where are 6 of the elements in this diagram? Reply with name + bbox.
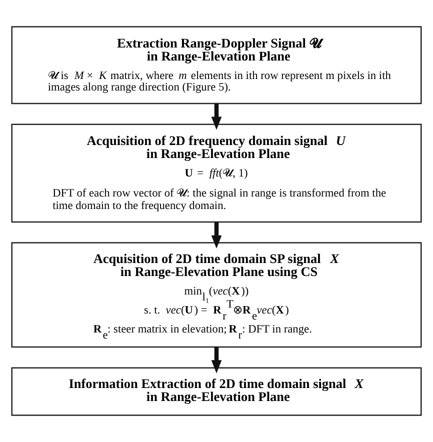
node-box: Extraction Range-Doppler Signal 𝓤 in Range-Elevation Plane 𝓤 is M × K matrix, where m elements in ith row represent m pixels in ith images along range direction (Figure 5). [11,26,422,104]
arrow [211,104,222,130]
node-box: Acquisition of 2D frequency domain signal U in Range-Elevation Plane U = fft(𝓤, 1) DFT of each row vector of 𝓤: the signal in range is transformed from the time domain to the frequency domain. [11,124,422,223]
arrow [211,347,222,374]
arrow [211,222,222,249]
node-box: Information Extraction of 2D time domain signal X in Range-Elevation Plane [11,367,422,416]
